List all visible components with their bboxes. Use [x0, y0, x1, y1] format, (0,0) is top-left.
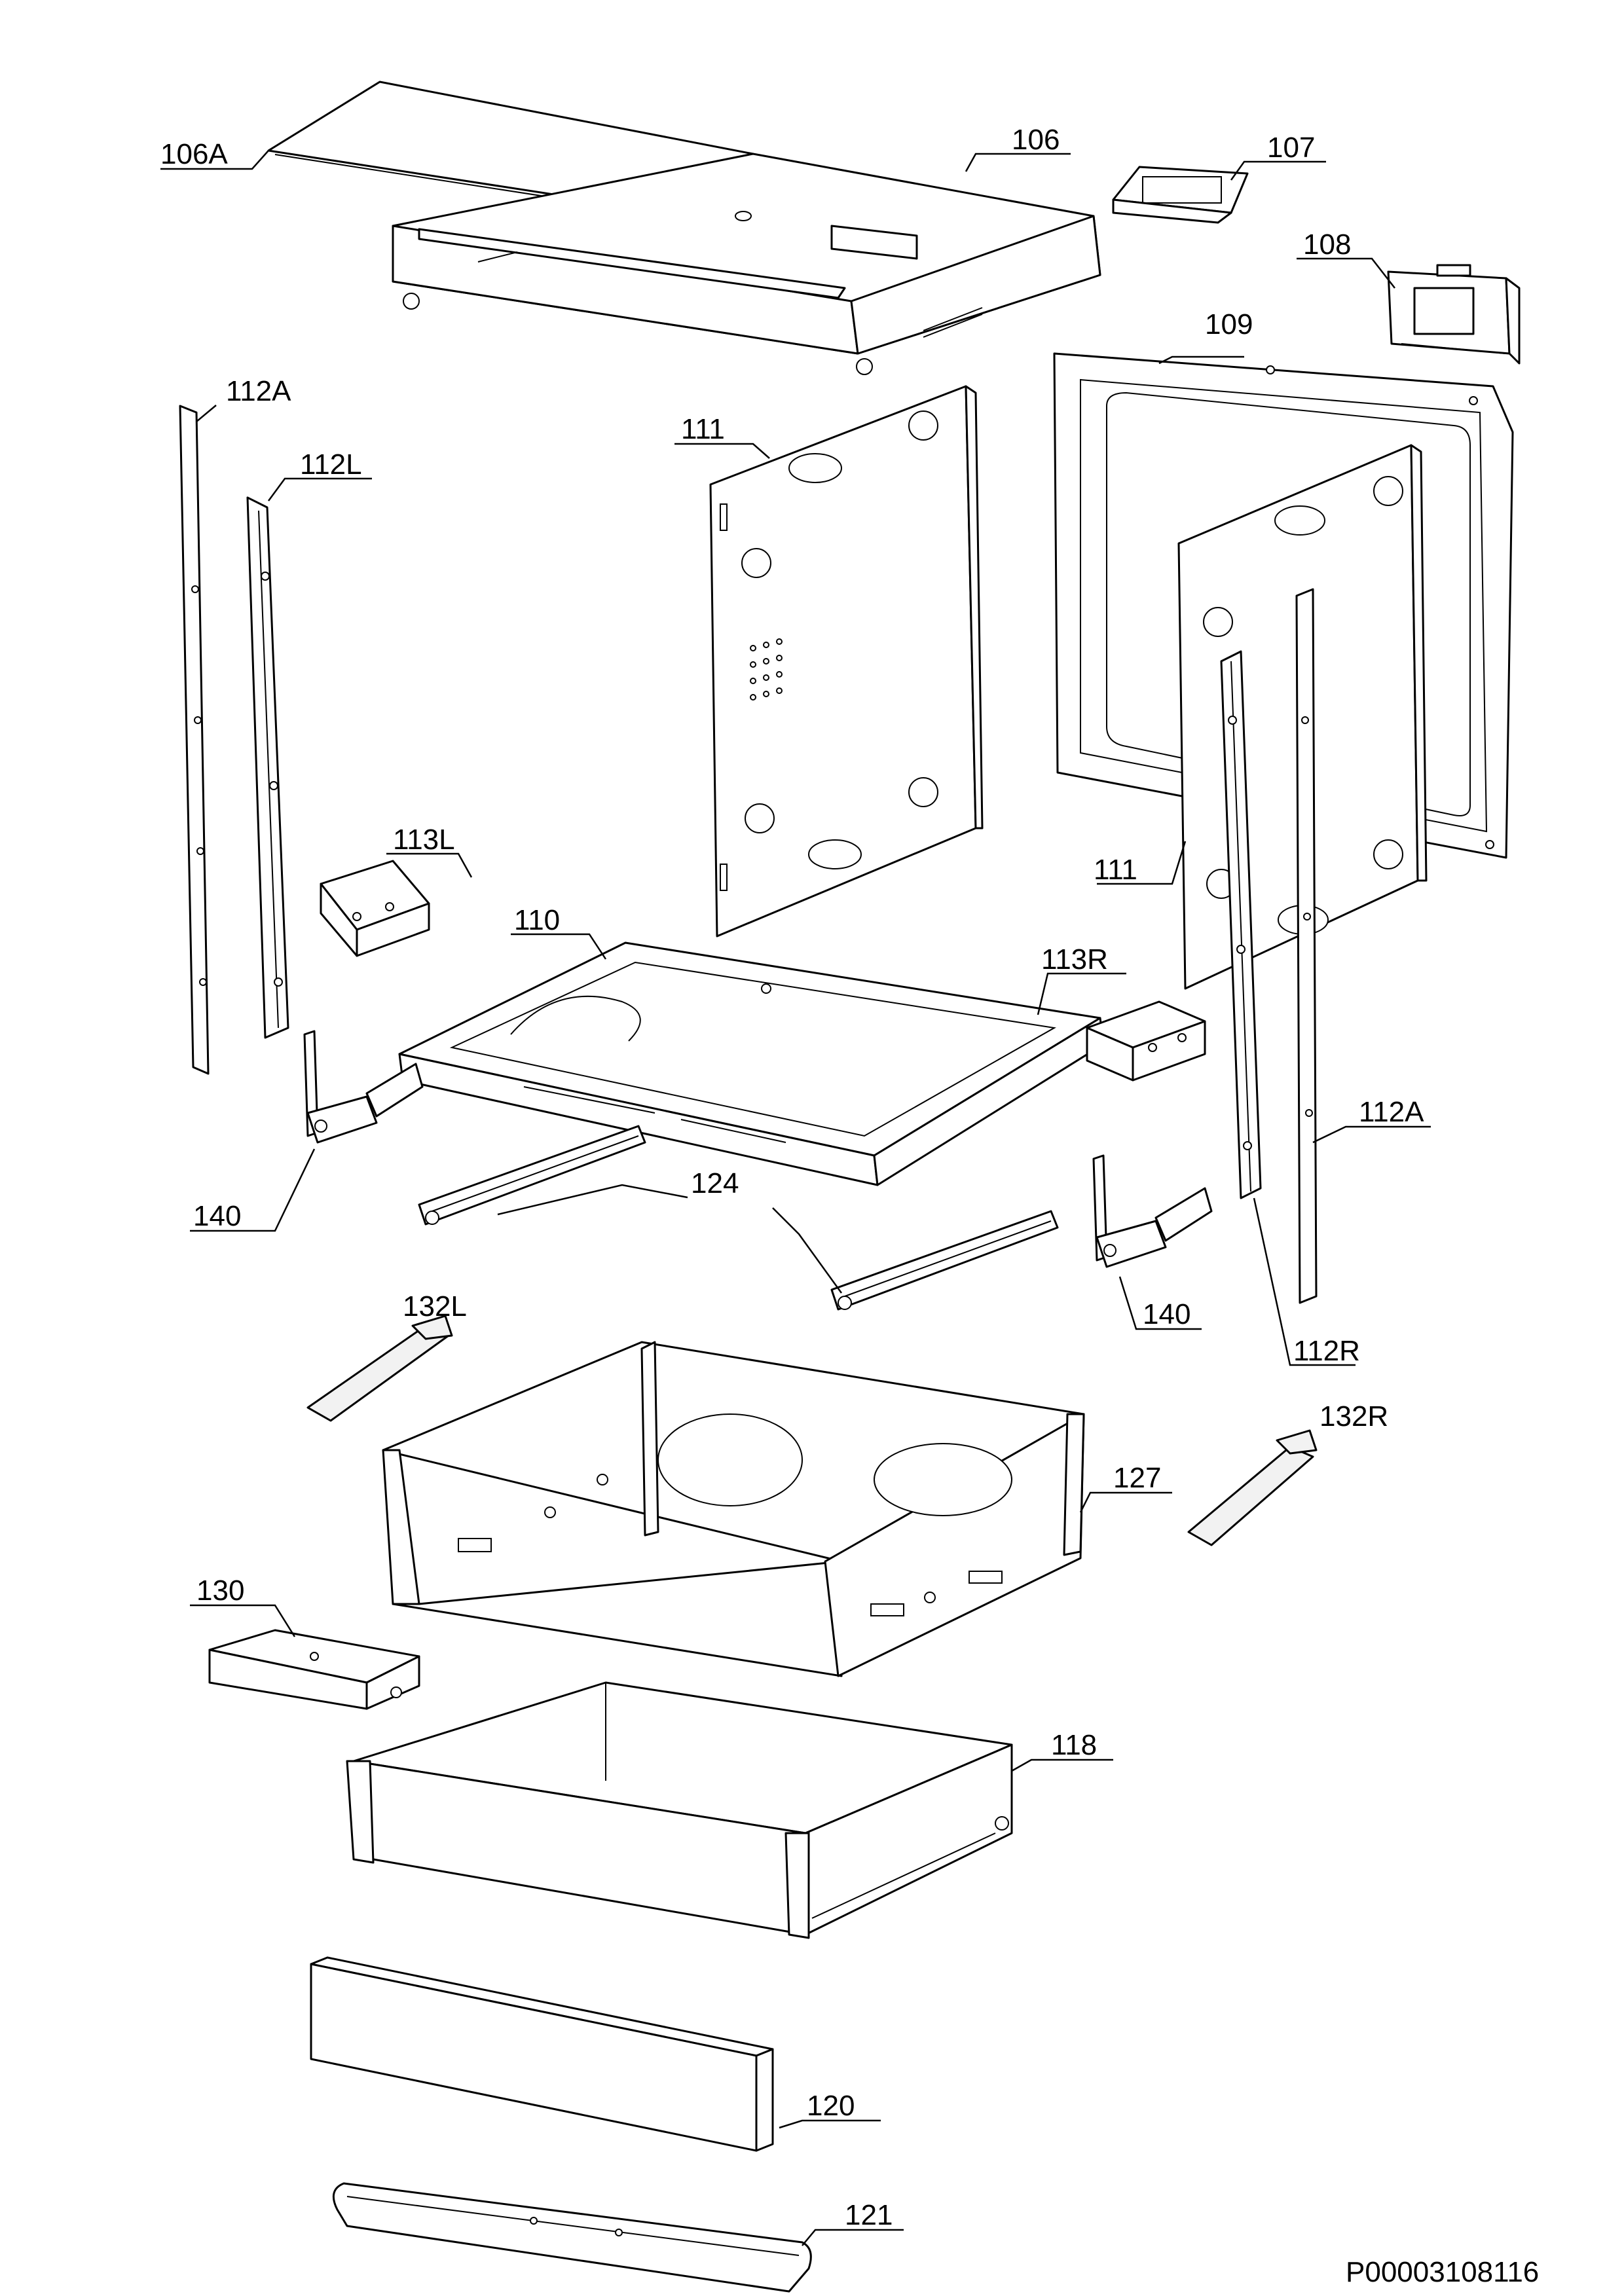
part-113L-bracket: [320, 860, 430, 957]
callout-140-left: 140: [193, 1200, 241, 1232]
callout-110: 110: [514, 904, 560, 936]
part-127-drawer-housing: [382, 1341, 1085, 1677]
part-118-drawer: [346, 1681, 1013, 1939]
callout-107: 107: [1267, 132, 1315, 164]
part-140-hinge-left: [303, 1030, 424, 1144]
callout-109: 109: [1205, 308, 1253, 340]
part-140-hinge-right: [1092, 1154, 1213, 1268]
callout-106: 106: [1012, 124, 1060, 156]
callout-120: 120: [807, 2090, 855, 2122]
callout-132R: 132R: [1320, 1400, 1388, 1432]
part-132L-strip: [306, 1315, 453, 1422]
part-121-handle: [332, 2182, 812, 2293]
part-124-runner-left: [418, 1125, 646, 1226]
callout-121: 121: [845, 2199, 893, 2231]
part-112R-runner-right: [1220, 650, 1262, 1199]
callout-112A-right: 112A: [1359, 1096, 1424, 1128]
vent-slots: [477, 251, 983, 338]
part-110-base-tray: [398, 941, 1105, 1186]
callout-112A-left: 112A: [226, 375, 291, 407]
callout-108: 108: [1303, 228, 1351, 261]
callout-111-right: 111: [1094, 854, 1137, 886]
part-107-bracket: [1112, 166, 1249, 224]
callout-118: 118: [1051, 1729, 1097, 1761]
callout-112L: 112L: [300, 448, 362, 481]
vent-grid: [750, 638, 783, 701]
document-id: P00003108116: [1346, 2256, 1539, 2288]
callout-132L: 132L: [403, 1290, 467, 1322]
part-132R-strip: [1187, 1429, 1318, 1546]
callout-113L: 113L: [393, 824, 455, 856]
callout-113R: 113R: [1041, 943, 1108, 975]
callout-127: 127: [1113, 1462, 1161, 1494]
part-108-display-module: [1387, 264, 1521, 365]
part-106-control-panel: [392, 153, 1101, 375]
leader-lines: [160, 150, 1431, 2246]
part-120-front-panel: [310, 1956, 774, 2152]
callout-130: 130: [196, 1575, 244, 1607]
tray-slots: [523, 1086, 786, 1143]
part-112L-runner-left: [246, 496, 289, 1039]
part-112A-right-rail: [1295, 588, 1318, 1304]
part-112A-left-rail: [179, 405, 210, 1075]
callout-112R: 112R: [1293, 1335, 1360, 1367]
part-124-runner-right: [830, 1210, 1059, 1311]
callout-124: 124: [691, 1167, 739, 1199]
callout-106A: 106A: [160, 138, 228, 170]
part-113R-bracket: [1086, 1000, 1206, 1082]
part-111-back-panel: [709, 385, 984, 938]
callout-140-right: 140: [1143, 1298, 1190, 1330]
callout-111-back: 111: [681, 413, 725, 445]
part-130-module-box: [208, 1629, 420, 1710]
